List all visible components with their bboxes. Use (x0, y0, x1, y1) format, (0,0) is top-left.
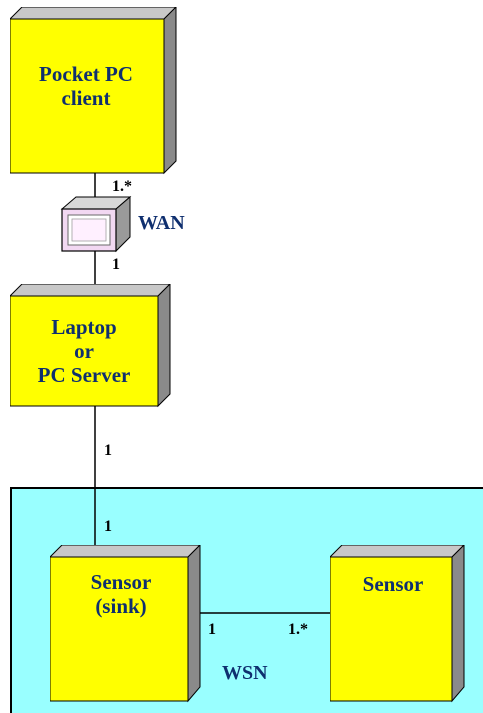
sensor-node (330, 545, 465, 703)
wan-label: WAN (138, 212, 185, 234)
wan-device-icon (60, 195, 132, 253)
multiplicity-server-sink-top: 1 (104, 442, 112, 459)
sensor-label: Sensor (362, 572, 424, 596)
multiplicity-client-wan: 1.* (112, 178, 132, 195)
sink-node (50, 545, 201, 703)
wsn-label: WSN (222, 662, 268, 684)
multiplicity-sink-sensor-right: 1.* (288, 621, 308, 638)
multiplicity-server-sink-bottom: 1 (104, 518, 112, 535)
multiplicity-wan-server: 1 (112, 256, 120, 273)
server-node (10, 284, 171, 408)
multiplicity-sink-sensor-left: 1 (208, 621, 216, 638)
sink-label: Sensor(sink) (90, 570, 152, 619)
pocket-pc-node (10, 7, 177, 175)
